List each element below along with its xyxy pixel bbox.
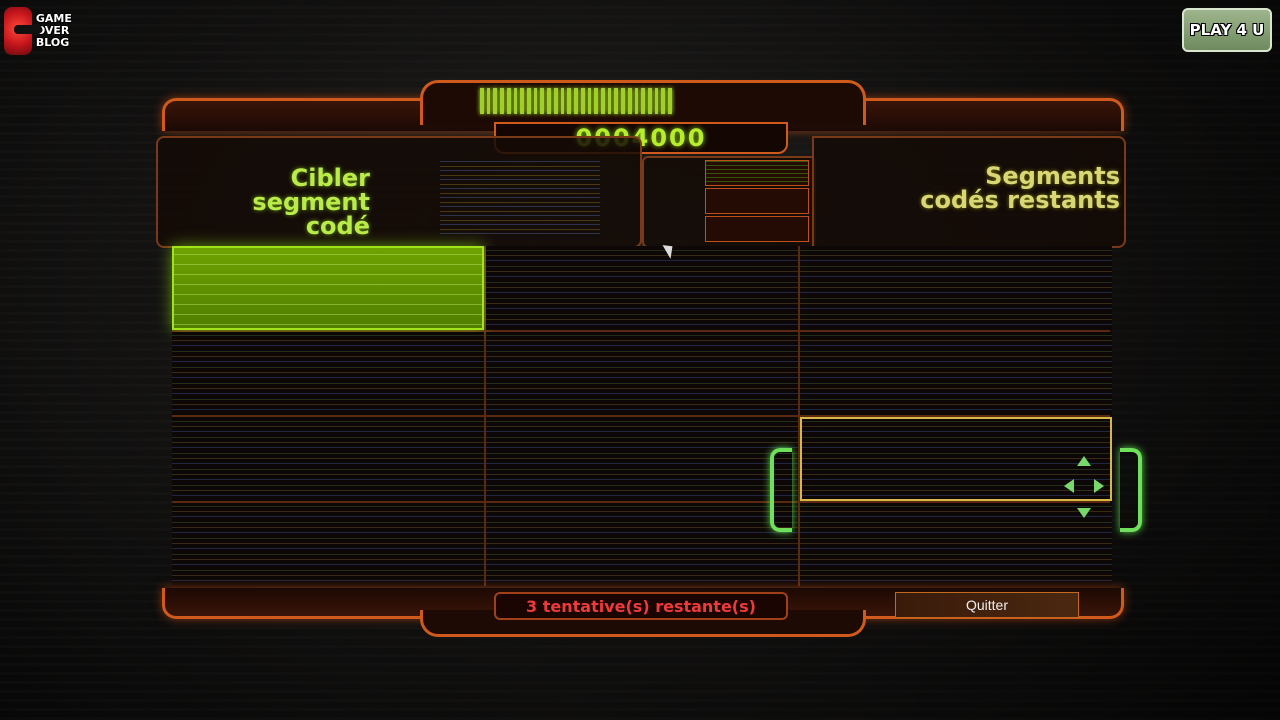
- arrow-up-icon[interactable]: [1077, 456, 1091, 466]
- code-cell-r2c1[interactable]: [172, 331, 484, 415]
- arrow-down-icon[interactable]: [1077, 508, 1091, 518]
- target-label-line3: codé: [305, 212, 370, 240]
- quit-button[interactable]: Quitter: [895, 592, 1079, 618]
- target-segment-label: Cibler segment codé: [210, 166, 370, 238]
- target-label-line2: segment: [252, 188, 370, 216]
- progress-tick: [621, 88, 625, 114]
- arrow-right-icon[interactable]: [1094, 479, 1104, 493]
- code-grid: [172, 246, 1112, 586]
- progress-tick: [594, 88, 598, 114]
- selector-bracket-left-icon: [770, 448, 792, 532]
- progress-tick: [527, 88, 531, 114]
- play4u-logo: PLAY 4 U: [1182, 8, 1272, 52]
- progress-tick: [600, 88, 605, 114]
- remaining-panel: [812, 136, 1126, 248]
- mini-segment: [705, 216, 809, 242]
- code-cell-r4c2[interactable]: [486, 502, 798, 586]
- code-cell-r3c2[interactable]: [486, 417, 798, 501]
- code-cell-r3c3[interactable]: [800, 417, 1112, 501]
- progress-tick: [533, 88, 538, 114]
- logo-left-text: GAME OVER BLOG: [35, 12, 72, 49]
- progress-tick: [580, 88, 585, 114]
- progress-tick: [486, 88, 491, 114]
- progress-tick: [513, 88, 518, 114]
- selector-bracket-right-icon: [1120, 448, 1142, 532]
- progress-tick: [540, 88, 545, 114]
- progress-tick: [641, 88, 645, 114]
- game-over-blog-logo: GAME OVER BLOG: [4, 6, 100, 56]
- remaining-label-line1: Segments: [985, 162, 1120, 190]
- target-label-line1: Cibler: [290, 164, 370, 192]
- progress-tick: [587, 88, 592, 114]
- progress-tick: [668, 88, 672, 114]
- code-deco: [440, 158, 600, 238]
- arrow-left-icon[interactable]: [1064, 479, 1074, 493]
- progress-tick: [627, 88, 632, 114]
- progress-tick: [614, 88, 619, 114]
- code-cell-r2c3[interactable]: [800, 331, 1112, 415]
- progress-tick: [607, 88, 612, 114]
- progress-tick: [500, 88, 504, 114]
- progress-tick: [480, 88, 484, 114]
- progress-tick: [574, 88, 578, 114]
- progress-tick: [634, 88, 639, 114]
- progress-tick: [567, 88, 572, 114]
- move-arrows-icon[interactable]: [1062, 454, 1106, 518]
- progress-tick: [493, 88, 498, 114]
- logo-mascot-icon: [4, 7, 42, 55]
- remaining-label-line2: codés restants: [920, 186, 1120, 214]
- target-panel: [156, 136, 642, 248]
- progress-bar: [480, 88, 672, 116]
- remaining-segments-preview: [705, 160, 809, 242]
- progress-tick: [506, 88, 511, 114]
- progress-tick: [560, 88, 565, 114]
- progress-tick: [647, 88, 652, 114]
- code-cell-r4c1[interactable]: [172, 502, 484, 586]
- code-cell-r1c1[interactable]: [172, 246, 484, 330]
- code-cell-r3c1[interactable]: [172, 417, 484, 501]
- progress-tick: [520, 88, 525, 114]
- progress-tick: [661, 88, 666, 114]
- progress-tick: [654, 88, 659, 114]
- code-cell-r2c2[interactable]: [486, 331, 798, 415]
- attempts-remaining: 3 tentative(s) restante(s): [494, 592, 788, 620]
- mini-segment: [705, 160, 809, 186]
- code-cell-r1c2[interactable]: [486, 246, 798, 330]
- remaining-segments-label: Segments codés restants: [848, 164, 1120, 212]
- progress-tick: [547, 88, 551, 114]
- mini-segment: [705, 188, 809, 214]
- code-cell-r1c3[interactable]: [800, 246, 1112, 330]
- code-cell-r4c3[interactable]: [800, 502, 1112, 586]
- progress-tick: [553, 88, 558, 114]
